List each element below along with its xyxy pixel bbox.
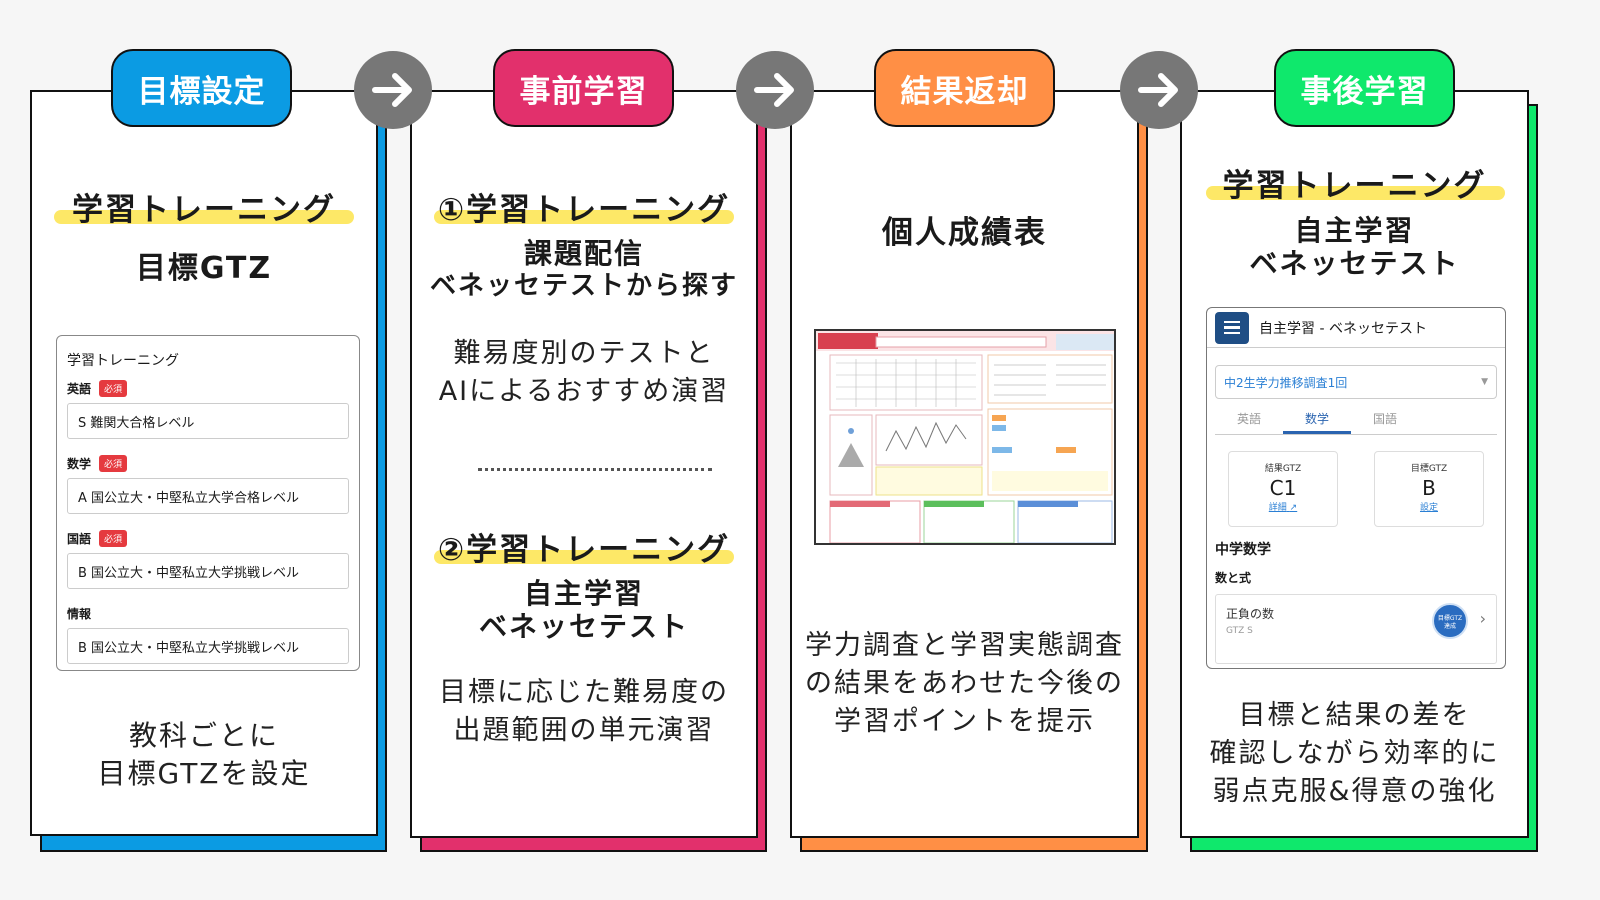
card-goal-setting: 学習トレーニング 目標GTZ 学習トレーニング 英語必須 S 難関大合格レベル … bbox=[30, 90, 378, 836]
heading-goal: 学習トレーニング bbox=[32, 184, 376, 229]
japanese-goal-select[interactable]: B 国公立大・中堅私立大学挑戦レベル bbox=[67, 553, 349, 589]
arrow-right-icon bbox=[1120, 51, 1198, 129]
goal-form: 学習トレーニング 英語必須 S 難関大合格レベル 数学必須 A 国公立大・中堅私… bbox=[56, 335, 360, 671]
subsection-heading: 数と式 bbox=[1215, 571, 1252, 585]
field-label-info: 情報 bbox=[67, 607, 92, 621]
report-preview-image bbox=[816, 331, 1114, 543]
description-post: 目標と結果の差を 確認しながら効率的に 弱点克服&得意の強化 bbox=[1209, 700, 1500, 807]
description-pre-1: 難易度別のテストと AIによるおすすめ演習 bbox=[438, 338, 730, 407]
step-label-pre-study: 事前学習 bbox=[493, 49, 674, 127]
subheading-post: 自主学習 ベネッセテスト bbox=[1249, 214, 1460, 280]
detail-link[interactable]: 詳細 ↗ bbox=[1268, 503, 1298, 513]
subject-tabs: 英語 数学 国語 bbox=[1215, 405, 1497, 435]
required-badge: 必須 bbox=[99, 530, 128, 547]
field-label-english: 英語必須 bbox=[67, 380, 349, 397]
heading-post: 学習トレーニング bbox=[1182, 160, 1527, 205]
app-header: 自主学習 - ベネッセテスト bbox=[1207, 308, 1505, 348]
info-goal-select[interactable]: B 国公立大・中堅私立大学挑戦レベル bbox=[67, 628, 349, 664]
subheading-pre-2: 自主学習 ベネッセテスト bbox=[478, 577, 689, 643]
dotted-divider bbox=[478, 468, 712, 471]
chevron-down-icon: ▼ bbox=[1481, 377, 1488, 387]
subheading-goal: 目標GTZ bbox=[135, 251, 273, 286]
description-pre-2: 目標に応じた難易度の 出題範囲の単元演習 bbox=[439, 677, 729, 746]
arrow-right-icon bbox=[354, 51, 432, 129]
step-label-post-study: 事後学習 bbox=[1274, 49, 1455, 127]
individual-report-thumbnail[interactable] bbox=[814, 329, 1116, 545]
card-post-study: 学習トレーニング 自主学習 ベネッセテスト 自主学習 - ベネッセテスト 中2生… bbox=[1180, 90, 1529, 838]
required-badge: 必須 bbox=[99, 455, 128, 472]
result-gtz-card: 結果GTZ C1 詳細 ↗ bbox=[1228, 451, 1338, 527]
self-study-app-mock: 自主学習 - ベネッセテスト 中2生学力推移調査1回 ▼ 英語 数学 国語 結果… bbox=[1206, 307, 1506, 669]
hamburger-menu-icon[interactable] bbox=[1215, 311, 1249, 344]
result-gtz-value: C1 bbox=[1269, 476, 1297, 500]
app-title: 自主学習 - ベネッセテスト bbox=[1259, 320, 1427, 337]
description-goal: 教科ごとに 目標GTZを設定 bbox=[97, 719, 311, 790]
math-goal-select[interactable]: A 国公立大・中堅私立大学合格レベル bbox=[67, 478, 349, 514]
tab-japanese[interactable]: 国語 bbox=[1372, 412, 1397, 426]
required-badge: 必須 bbox=[99, 380, 128, 397]
gtz-summary: 結果GTZ C1 詳細 ↗ 目標GTZ B 設定 bbox=[1228, 451, 1505, 527]
heading-pre-2: ②学習トレーニング bbox=[412, 524, 756, 569]
step-label-result-return: 結果返却 bbox=[874, 49, 1055, 127]
step-label-goal-setting: 目標設定 bbox=[111, 49, 292, 127]
arrow-right-icon bbox=[736, 51, 814, 129]
description-result: 学力調査と学習実態調査 の結果をあわせた今後の 学習ポイントを提示 bbox=[805, 630, 1124, 737]
subheading-pre-1: 課題配信 ベネッセテストから探す bbox=[429, 237, 738, 301]
form-title: 学習トレーニング bbox=[67, 353, 179, 369]
english-goal-select[interactable]: S 難関大合格レベル bbox=[67, 403, 349, 439]
field-label-japanese: 国語必須 bbox=[67, 530, 349, 547]
target-gtz-value: B bbox=[1422, 476, 1436, 500]
test-select[interactable]: 中2生学力推移調査1回 ▼ bbox=[1215, 365, 1497, 399]
heading-pre-1: ①学習トレーニング bbox=[412, 184, 756, 229]
card-pre-study: ①学習トレーニング 課題配信 ベネッセテストから探す 難易度別のテストと AIに… bbox=[410, 90, 758, 838]
card-result-return: 個人成績表 bbox=[790, 90, 1139, 838]
section-heading: 中学数学 bbox=[1215, 542, 1271, 558]
external-link-icon: ↗ bbox=[1289, 503, 1298, 513]
tab-math[interactable]: 数学 bbox=[1283, 405, 1351, 434]
heading-result: 個人成績表 bbox=[882, 215, 1047, 251]
settings-link[interactable]: 設定 bbox=[1419, 503, 1438, 513]
chevron-right-icon: › bbox=[1479, 609, 1486, 628]
tab-english[interactable]: 英語 bbox=[1236, 412, 1261, 426]
field-label-math: 数学必須 bbox=[67, 455, 349, 472]
target-gtz-card: 目標GTZ B 設定 bbox=[1374, 451, 1484, 527]
